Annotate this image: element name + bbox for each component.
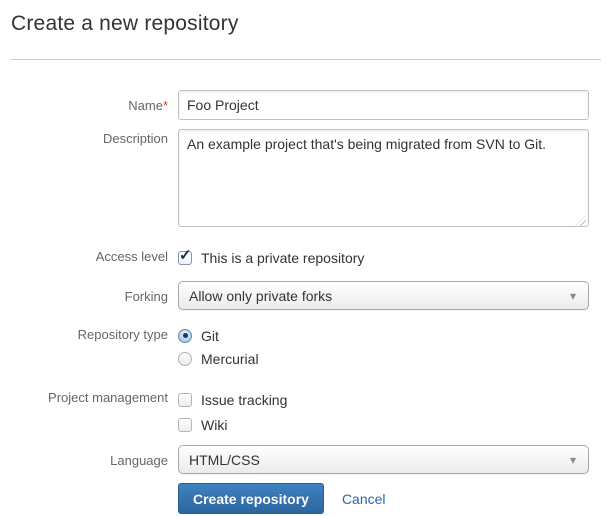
language-select[interactable]: HTML/CSS ▾ (178, 445, 589, 474)
wiki-checkbox[interactable] (178, 417, 192, 432)
project-management-label: Project management (48, 390, 168, 405)
project-management-row: Project management Issue tracking Wiki (11, 388, 601, 438)
mercurial-radio[interactable] (178, 351, 192, 366)
repository-type-option-git: Git (178, 325, 589, 346)
create-repository-button[interactable]: Create repository (178, 483, 324, 514)
language-select-value: HTML/CSS (189, 451, 260, 468)
forking-select-value: Allow only private forks (189, 287, 333, 304)
checkmark-icon: ✓ (179, 246, 192, 264)
wiki-checkbox-label[interactable]: Wiki (201, 416, 228, 433)
git-radio[interactable] (178, 328, 192, 343)
name-label: Name* (11, 90, 168, 120)
description-textarea[interactable]: An example project that's being migrated… (178, 129, 589, 227)
access-level-row: Access level ✓ This is a private reposit… (11, 247, 601, 270)
repository-type-row: Repository type Git Mercurial (11, 325, 601, 371)
dropdown-arrow-icon: ▾ (569, 452, 576, 467)
resize-handle-icon[interactable] (575, 215, 586, 226)
access-level-label: Access level (95, 249, 168, 264)
language-row: Language HTML/CSS ▾ (11, 445, 601, 474)
repository-type-option-mercurial: Mercurial (178, 348, 589, 369)
page-title: Create a new repository (11, 12, 239, 35)
issue-tracking-checkbox-label[interactable]: Issue tracking (201, 391, 288, 408)
private-repository-option: ✓ This is a private repository (178, 247, 589, 268)
forking-select[interactable]: Allow only private forks ▾ (178, 281, 589, 310)
name-row: Name* (11, 90, 601, 120)
git-radio-label[interactable]: Git (201, 327, 219, 344)
description-row: Description An example project that's be… (11, 129, 601, 232)
mercurial-radio-label[interactable]: Mercurial (201, 350, 259, 367)
private-repository-checkbox-label[interactable]: This is a private repository (201, 249, 365, 266)
name-label-text: Name (128, 98, 163, 113)
private-repository-checkbox[interactable]: ✓ (178, 247, 192, 265)
wiki-option: Wiki (178, 413, 589, 436)
repository-type-label: Repository type (77, 327, 168, 342)
name-input[interactable] (178, 90, 589, 120)
language-label: Language (110, 453, 168, 468)
required-asterisk: * (162, 98, 168, 113)
forking-row: Forking Allow only private forks ▾ (11, 281, 601, 310)
cancel-link[interactable]: Cancel (341, 490, 386, 507)
forking-label: Forking (124, 289, 168, 304)
description-label: Description (102, 131, 168, 146)
dropdown-arrow-icon: ▾ (569, 288, 576, 303)
radio-dot-icon (182, 333, 188, 338)
issue-tracking-checkbox[interactable] (178, 392, 192, 407)
create-repository-form: Name* Description An example project tha… (11, 90, 601, 514)
issue-tracking-option: Issue tracking (178, 388, 589, 411)
actions-row: Create repository Cancel (11, 483, 601, 514)
divider (11, 59, 601, 60)
